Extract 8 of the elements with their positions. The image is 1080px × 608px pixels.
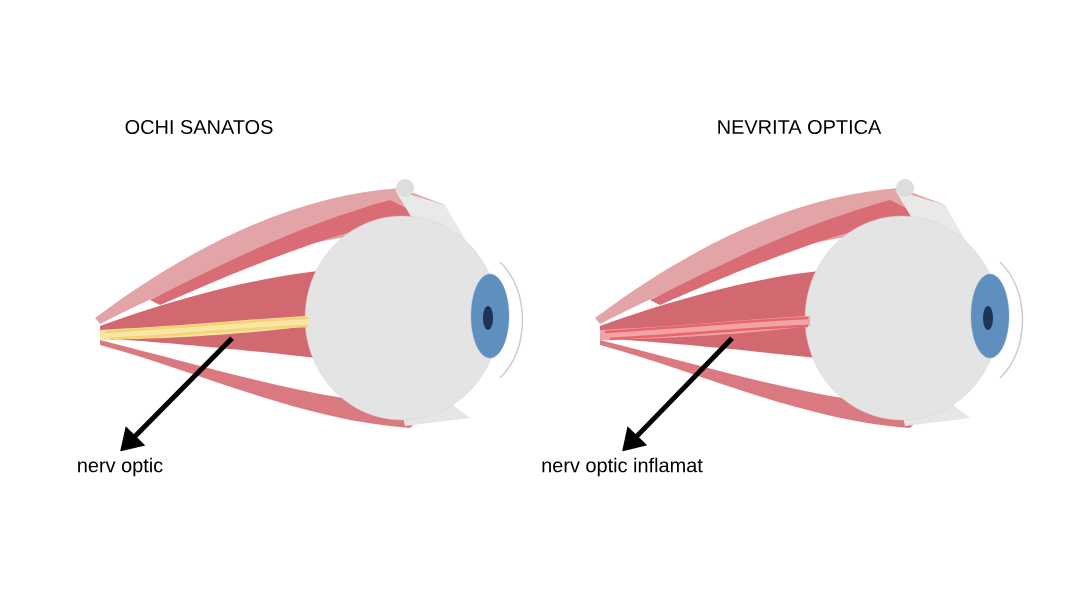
heading: OCHI SANATOS [125, 119, 273, 135]
eye-drawing [95, 179, 524, 428]
optic-nerve-drawing [100, 316, 310, 341]
eye-drawing [595, 179, 1024, 428]
optic-nerve-drawing [600, 316, 810, 341]
part-label: nerv optic [78, 457, 163, 477]
heading: NEVRITA OPTICA [718, 119, 882, 135]
part-label: nerv optic inflamat [542, 457, 703, 477]
